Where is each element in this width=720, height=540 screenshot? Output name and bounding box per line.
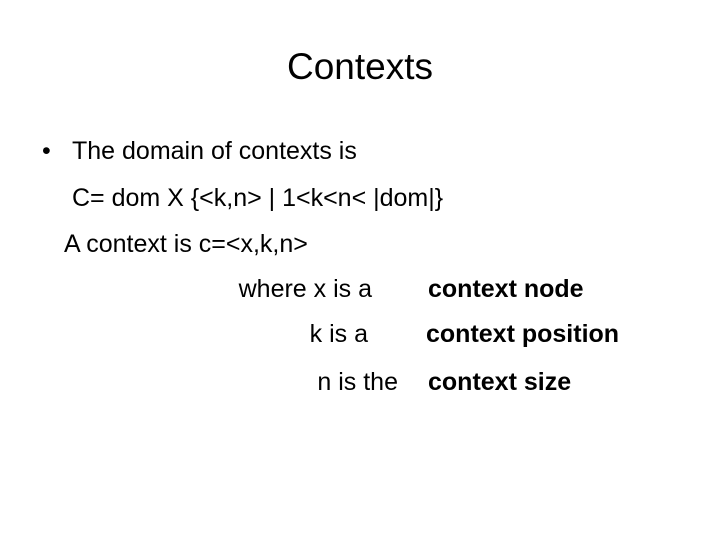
row-lead-node: where x is a xyxy=(238,275,372,303)
row-lead-position: k is a xyxy=(309,320,368,348)
row-lead-size: n is the xyxy=(317,368,398,396)
row-term-size: context size xyxy=(428,368,572,396)
bullet-text: The domain of contexts is xyxy=(72,137,357,165)
slide-title: Contexts xyxy=(286,46,433,87)
bullet-marker: • xyxy=(42,137,51,165)
domain-definition: C= dom X {<k,n> | 1<k<n< |dom|} xyxy=(72,184,444,212)
row-term-node: context node xyxy=(428,275,584,303)
context-definition: A context is c=<x,k,n> xyxy=(64,230,308,258)
row-term-position: context position xyxy=(426,320,620,348)
